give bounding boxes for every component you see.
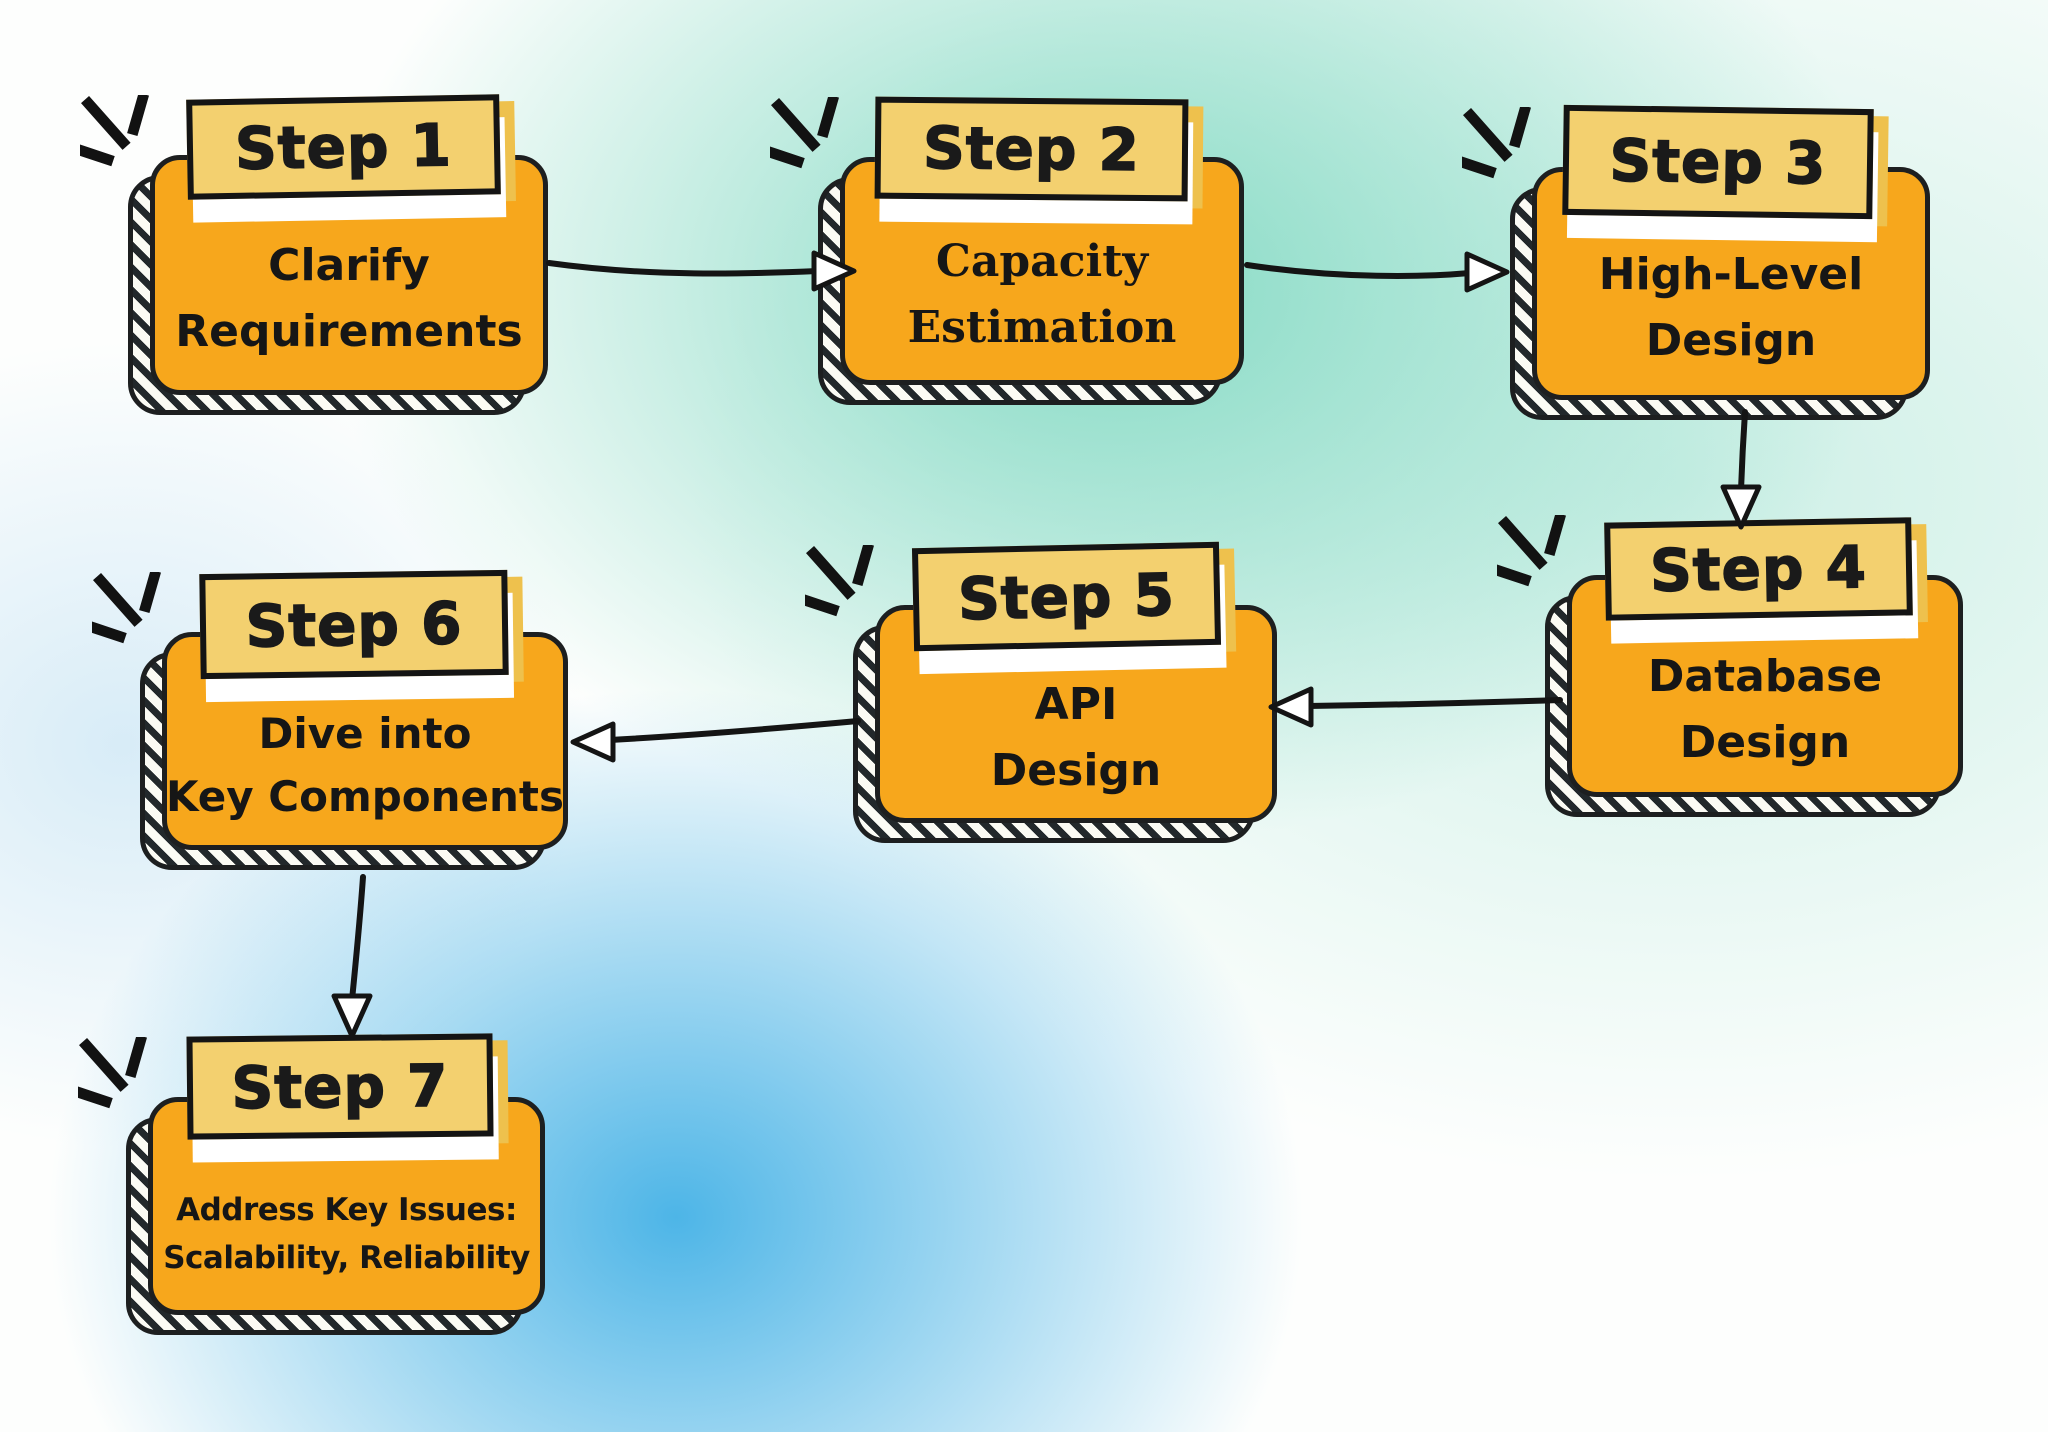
- step-4-node: Step 4 Database Design: [1497, 515, 1963, 817]
- step-2-text-line-2: Estimation: [907, 302, 1177, 353]
- step-2-text-line-1: Capacity: [935, 236, 1149, 287]
- step-5-text-line-2: Design: [990, 745, 1162, 796]
- step-4-text-line-1: Database: [1647, 651, 1883, 702]
- step-3-text-line-2: Design: [1645, 314, 1817, 366]
- step-1-text: Clarify Requirements: [150, 155, 548, 395]
- step-7-node: Step 7 Address Key Issues: Scalability, …: [78, 1033, 545, 1335]
- step-4-text-line-2: Design: [1679, 717, 1851, 768]
- step-6-text: Dive into Key Components: [162, 632, 568, 850]
- arrow-step5-step6: [570, 718, 861, 763]
- sparkle-icon: [805, 545, 874, 617]
- arrow-step1-step2: [546, 250, 857, 292]
- step-7-text-line-1: Address Key Issues:: [176, 1191, 517, 1228]
- step-6-node: Step 6 Dive into Key Components: [92, 569, 568, 870]
- step-5-text: API Design: [875, 605, 1277, 823]
- step-3-text-line-1: High-Level: [1598, 248, 1864, 300]
- step-2-text: Capacity Estimation: [840, 157, 1244, 385]
- sparkle-icon: [92, 572, 161, 644]
- step-3-node: Step 3 High-Level Design: [1462, 104, 1930, 420]
- arrow-step6-step7: [331, 874, 373, 1039]
- arrow-step3-step4: [1720, 409, 1762, 530]
- sparkle-icon: [1462, 107, 1531, 179]
- step-6-text-line-2: Key Components: [165, 772, 564, 821]
- step-6-text-line-1: Dive into: [258, 709, 472, 758]
- step-5-node: Step 5 API Design: [805, 541, 1277, 843]
- arrow-step4-step5: [1268, 686, 1563, 728]
- step-1-node: Step 1 Clarify Requirements: [80, 94, 548, 415]
- step-3-text: High-Level Design: [1532, 167, 1930, 400]
- step-4-text: Database Design: [1567, 575, 1963, 797]
- step-2-node: Step 2 Capacity Estimation: [770, 96, 1244, 405]
- sparkle-icon: [78, 1037, 147, 1109]
- step-1-text-line-2: Requirements: [175, 306, 523, 357]
- step-5-text-line-1: API: [1034, 679, 1118, 730]
- sparkle-icon: [80, 95, 149, 167]
- sparkle-icon: [770, 97, 839, 169]
- step-1-text-line-1: Clarify: [268, 240, 430, 291]
- sparkle-icon: [1497, 515, 1566, 587]
- arrow-step2-step3: [1244, 251, 1510, 293]
- step-7-text: Address Key Issues: Scalability, Reliabi…: [148, 1097, 545, 1315]
- step-7-text-line-2: Scalability, Reliability: [163, 1240, 530, 1276]
